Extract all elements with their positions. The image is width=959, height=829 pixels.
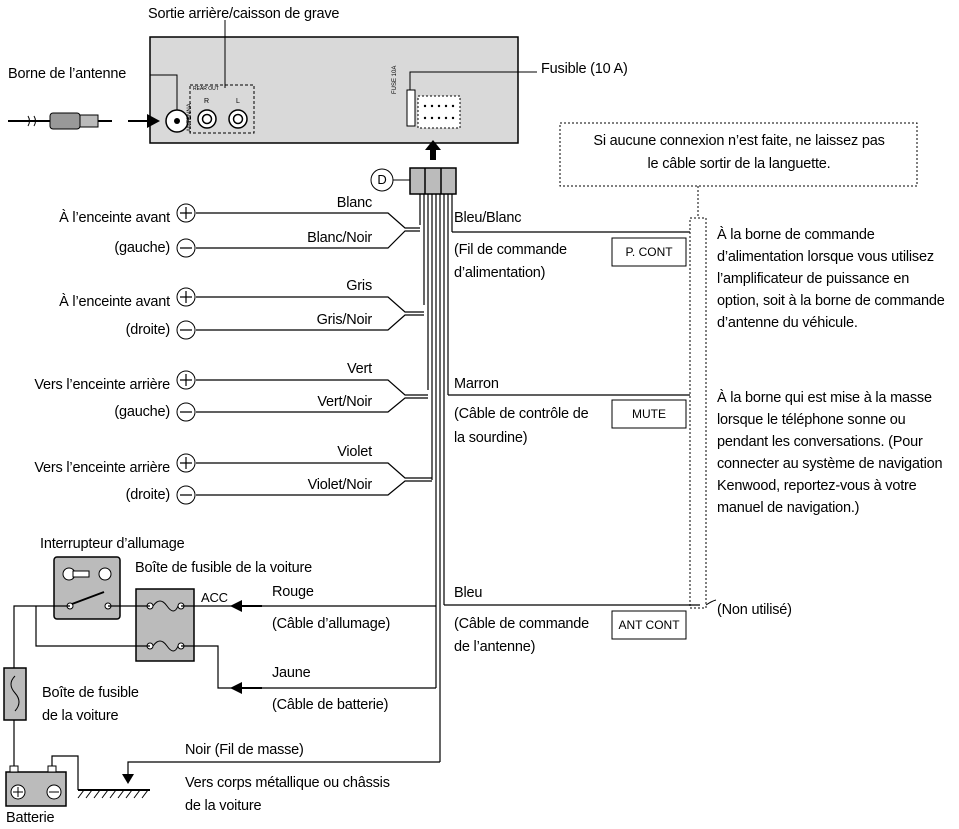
fuse-label: Fusible (10 A) — [541, 61, 628, 77]
connector-d — [370, 167, 457, 195]
battery-label: Batterie — [6, 810, 55, 826]
pcont-note: À la borne de commande d’alimentation lo… — [717, 227, 945, 331]
fuse-box2-line1: Boîte de fusible — [42, 685, 139, 701]
speaker-rr-line1: Vers l’enceinte arrière — [34, 460, 170, 476]
ignition-switch — [53, 556, 121, 620]
battery-fuse — [3, 667, 27, 721]
wire-fl-pos: Blanc — [336, 195, 372, 211]
unit-antenna-text: ANTENNA — [187, 103, 193, 132]
fuse-box — [135, 588, 195, 662]
antenna-plug — [8, 112, 160, 130]
wire-rl-neg: Vert/Noir — [317, 394, 372, 410]
wire-rr-neg: Violet/Noir — [307, 477, 373, 493]
speaker-rl-line1: Vers l’enceinte arrière — [34, 377, 170, 393]
wire-rl-pos: Vert — [347, 361, 372, 377]
unit-fuse-text: FUSE 10A — [392, 65, 398, 94]
pcont-wire-color: Bleu/Blanc — [454, 210, 522, 226]
red-wire-desc: (Câble d’allumage) — [272, 616, 391, 632]
speaker-rl-line2: (gauche) — [114, 404, 170, 420]
speaker-fr-line2: (droite) — [125, 322, 171, 338]
battery — [5, 765, 67, 807]
yellow-wire-label: Jaune — [272, 665, 311, 681]
ant-box: ANT CONT — [618, 618, 680, 632]
speaker-fl-line2: (gauche) — [114, 240, 170, 256]
right-wires — [444, 231, 700, 606]
callout-lines — [150, 20, 537, 110]
note-line-2: le câble sortir de la languette. — [647, 156, 831, 172]
pcont-desc-1: (Fil de commande — [454, 242, 567, 258]
head-unit — [149, 36, 519, 144]
ant-note: (Non utilisé) — [717, 602, 792, 618]
speaker-fr-line1: À l’enceinte avant — [59, 294, 170, 310]
acc-label: ACC — [201, 590, 228, 605]
fuse-box2-line2: de la voiture — [42, 708, 119, 724]
unit-r-text: R — [204, 98, 210, 105]
wire-fl-neg: Blanc/Noir — [307, 230, 372, 246]
ignition-switch-label: Interrupteur d’allumage — [40, 536, 185, 552]
ground-wire-label: Noir (Fil de masse) — [185, 742, 304, 758]
mute-desc-1: (Câble de contrôle de — [454, 406, 589, 422]
red-wire-label: Rouge — [272, 584, 314, 600]
unit-rear-text: REAR OUT — [193, 86, 219, 92]
pcont-box: P. CONT — [625, 245, 673, 259]
antenna-terminal-label: Borne de l’antenne — [8, 66, 127, 82]
connector-d-label: D — [377, 172, 387, 187]
mute-note: À la borne qui est mise à la masse lorsq… — [717, 390, 943, 516]
speaker-rr-line2: (droite) — [125, 487, 171, 503]
yellow-wire-desc: (Câble de batterie) — [272, 697, 389, 713]
wire-rr-pos: Violet — [337, 444, 372, 460]
mute-wire-color: Marron — [454, 376, 499, 392]
rear-out-label: Sortie arrière/caisson de grave — [148, 6, 340, 22]
speaker-wires — [196, 212, 432, 496]
note-line-1: Si aucune connexion n’est faite, ne lais… — [593, 133, 885, 149]
ant-desc-1: (Câble de commande — [454, 616, 590, 632]
wire-fr-neg: Gris/Noir — [316, 312, 373, 328]
unit-l-text: L — [236, 98, 240, 105]
ground-desc-1: Vers corps métallique ou châssis — [185, 775, 390, 791]
wire-fr-pos: Gris — [346, 278, 372, 294]
fuse-box-label: Boîte de fusible de la voiture — [135, 560, 312, 576]
ground-symbol — [77, 789, 150, 799]
mute-box: MUTE — [632, 407, 666, 421]
pcont-desc-2: d’alimentation) — [454, 265, 546, 281]
mute-desc-2: la sourdine) — [454, 430, 528, 446]
ant-desc-2: de l’antenne) — [454, 639, 536, 655]
ant-wire-color: Bleu — [454, 585, 483, 601]
speaker-fl-line1: À l’enceinte avant — [59, 210, 170, 226]
ground-desc-2: de la voiture — [185, 798, 262, 814]
note-callout — [559, 122, 918, 609]
